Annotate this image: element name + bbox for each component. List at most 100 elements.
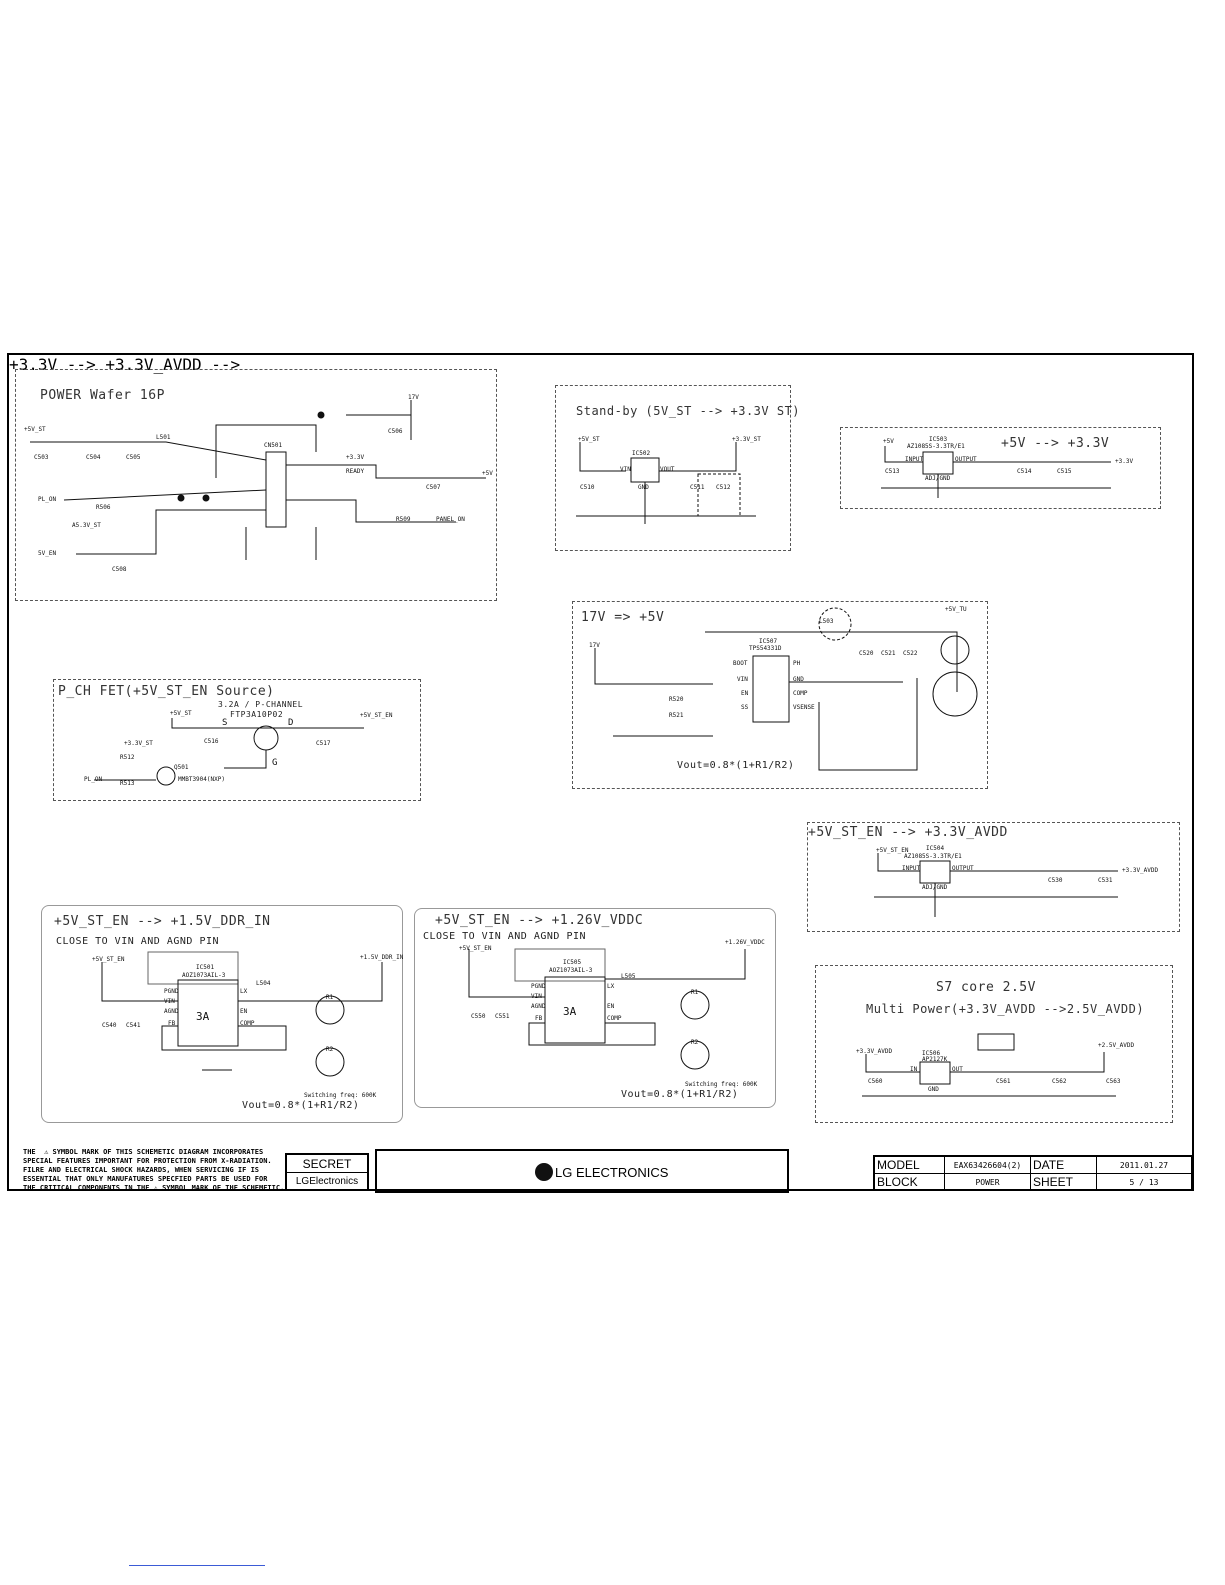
v5-to-v33-block: +5V --> +3.3V +5V IC503 AZ1085S-3.3TR/E1… (840, 427, 1161, 509)
pin-label: PGND (164, 988, 179, 995)
part-ref: C560 (868, 1078, 883, 1085)
pin-label: PH (793, 660, 801, 667)
resistor-r1: R1 (326, 994, 334, 1001)
pin-label: BOOT (733, 660, 748, 667)
pin-label: LX (240, 988, 248, 995)
net-label: 17V (589, 642, 600, 649)
part-ref: C561 (996, 1078, 1011, 1085)
ic-capacity: 3A (563, 1005, 577, 1018)
part-ref: L504 (256, 980, 271, 987)
secret-box: SECRET LGElectronics (285, 1153, 369, 1191)
part-ref: R521 (669, 712, 684, 719)
part-ref: IC505 (563, 959, 582, 966)
pin-label: VIN (737, 676, 748, 683)
net-label: 5V_EN (38, 550, 57, 557)
pin-label: COMP (793, 690, 808, 697)
part-ref: C541 (126, 1022, 141, 1029)
part-ref: C510 (580, 484, 595, 491)
net-label: +3.3V (346, 454, 365, 461)
net-label: +5V_ST_EN (876, 847, 909, 854)
pin-label: INPUT (905, 456, 924, 463)
part-number: MMBT3904(NXP) (178, 776, 225, 783)
model-label: MODEL (875, 1157, 945, 1174)
net-label: +2.5V_AVDD (1098, 1042, 1135, 1049)
pin-label: VIN (531, 993, 542, 1000)
pin-label: ADJ/GND (925, 475, 951, 482)
net-label: +5V_ST (578, 436, 600, 443)
ic-capacity: 3A (196, 1010, 210, 1023)
part-ref: R512 (120, 754, 135, 761)
wiring (594, 607, 978, 771)
fet-pin-d: D (288, 718, 294, 728)
part-ref: IC501 (196, 964, 215, 971)
part-ref: C516 (204, 738, 219, 745)
net-label: READY (346, 468, 365, 475)
model-value: EAX63426604(2) (945, 1157, 1031, 1174)
part-ref: C513 (885, 468, 900, 475)
block-title: +5V_ST_EN --> +1.5V_DDR_IN (54, 914, 271, 929)
part-ref: C551 (495, 1013, 510, 1020)
net-label: +5V_ST (170, 710, 192, 717)
net-label: +5V (883, 438, 894, 445)
part-ref: IC506 (922, 1050, 941, 1057)
part-ref: C511 (690, 484, 705, 491)
v5st-to-v33avdd-block: +5V_ST_EN --> +3.3V_AVDD +5V_ST_EN IC504… (807, 822, 1180, 932)
block-value: POWER (945, 1174, 1031, 1190)
schematic-sheet: POWER Wafer 16P +5V_ST 17V PL_ON A5.3V_S… (7, 353, 1194, 1193)
v15-ddr-block: +5V_ST_EN --> +1.5V_DDR_IN CLOSE TO VIN … (41, 905, 403, 1123)
logo-box: LG ELECTRONICS (375, 1149, 789, 1193)
pin-label: AGND (531, 1003, 546, 1010)
part-ref: R509 (396, 516, 411, 523)
part-ref: R513 (120, 780, 135, 787)
part-ref: C503 (34, 454, 49, 461)
pin-label: LX (607, 983, 615, 990)
block-subtitle: CLOSE TO VIN AND AGND PIN (56, 936, 220, 947)
part-number: TPS54331D (749, 645, 782, 652)
pin-label: GND (793, 676, 804, 683)
part-number: AOZ1073AIL-3 (549, 967, 593, 974)
block-label: BLOCK (875, 1174, 945, 1190)
net-label: +3.3V_AVDD (1122, 867, 1159, 874)
link-underline[interactable] (129, 1565, 265, 1566)
net-label: PL_ON (38, 496, 57, 503)
part-ref: C563 (1106, 1078, 1121, 1085)
pin-label: INPUT (902, 865, 921, 872)
pin-label: FB (535, 1015, 543, 1022)
wiring (874, 853, 1118, 917)
pin-label: OUT (952, 1066, 963, 1073)
part-ref: C530 (1048, 877, 1063, 884)
date-label: DATE (1031, 1157, 1097, 1174)
secret-company: LGElectronics (295, 1175, 359, 1187)
wiring (468, 948, 746, 1070)
part-ref: C522 (903, 650, 918, 657)
net-label: PL_ON (84, 776, 103, 783)
block-title: POWER Wafer 16P (40, 388, 165, 403)
pin-label: VOUT (660, 466, 675, 473)
sheet-label: SHEET (1031, 1174, 1097, 1190)
part-ref: R520 (669, 696, 684, 703)
part-ref: IC503 (929, 436, 948, 443)
wiring (30, 400, 486, 560)
part-ref: C531 (1098, 877, 1113, 884)
part-ref: C505 (126, 454, 141, 461)
part-ref: C550 (471, 1013, 486, 1020)
v126-vddc-block: +5V_ST_EN --> +1.26V_VDDC CLOSE TO VIN A… (414, 908, 776, 1108)
vout-formula: Vout=0.8*(1+R1/R2) (621, 1089, 739, 1100)
net-label: 17V (408, 394, 419, 401)
net-label: +5V_ST_EN (459, 945, 492, 952)
net-label: +1.26V_VDDC (725, 939, 765, 946)
pin-label: GND (638, 484, 649, 491)
pin-label: VIN (620, 466, 631, 473)
company-logo-text: LG ELECTRONICS (555, 1164, 669, 1180)
part-ref: C504 (86, 454, 101, 461)
part-ref: IC507 (759, 638, 778, 645)
resistor-r1: R1 (691, 989, 699, 996)
net-label: +5V_ST (24, 426, 46, 433)
part-ref: C506 (388, 428, 403, 435)
fet-pin-g: G (272, 758, 278, 768)
part-ref: L501 (156, 434, 171, 441)
wiring (881, 446, 1111, 498)
pin-label: OUTPUT (952, 865, 974, 872)
part-ref: C508 (112, 566, 127, 573)
part-ref: C520 (859, 650, 874, 657)
